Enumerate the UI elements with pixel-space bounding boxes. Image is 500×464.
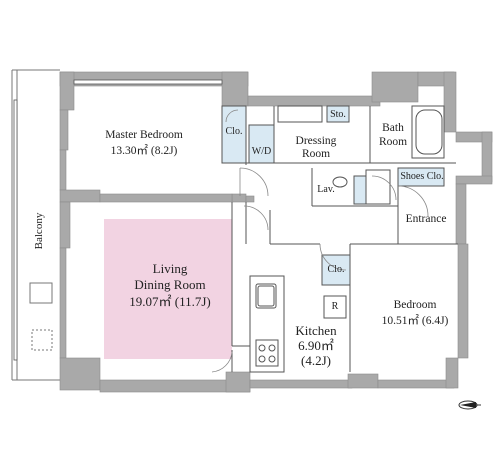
north-arrow-icon: [458, 400, 481, 410]
living-name-line1: Living: [152, 261, 188, 276]
master-bedroom-area: 13.30㎡ (8.2J): [110, 145, 178, 157]
storage-label: Sto.: [330, 109, 346, 120]
bedroom-closet-label: Clo.: [327, 264, 345, 275]
refrigerator-label: R: [331, 301, 339, 312]
shoes-closet-label: Shoes Clo.: [400, 171, 444, 182]
kitchen-area: 6.90㎡: [298, 338, 334, 353]
kitchen-jo: (4.2J): [301, 353, 331, 368]
dressing-room-line1: Dressing: [295, 135, 337, 147]
living-name-line2: Dining Room: [134, 277, 206, 292]
bath-room-line2: Room: [378, 136, 408, 148]
lav-label: Lav.: [317, 184, 335, 195]
windows: [13, 79, 223, 361]
master-closet-label: Clo.: [225, 126, 243, 137]
bedroom-area: 10.51㎡ (6.4J): [381, 315, 449, 327]
living-area: 19.07㎡ (11.7J): [129, 294, 211, 309]
closet-fills: [222, 106, 444, 285]
balcony-label: Balcony: [33, 212, 45, 250]
outdoor-unit-dashed: [31, 329, 53, 351]
outdoor-unit: [29, 282, 53, 304]
entrance-label: Entrance: [405, 213, 447, 225]
living-floor: [104, 219, 232, 359]
dressing-room-line2: Room: [301, 148, 331, 160]
kitchen-name: Kitchen: [295, 323, 337, 338]
bedroom-name: Bedroom: [393, 299, 437, 311]
master-bedroom-name: Master Bedroom: [105, 129, 183, 141]
door-swings: [211, 109, 429, 373]
wd-label: W/D: [251, 146, 272, 157]
bath-room-line1: Bath: [382, 122, 404, 134]
